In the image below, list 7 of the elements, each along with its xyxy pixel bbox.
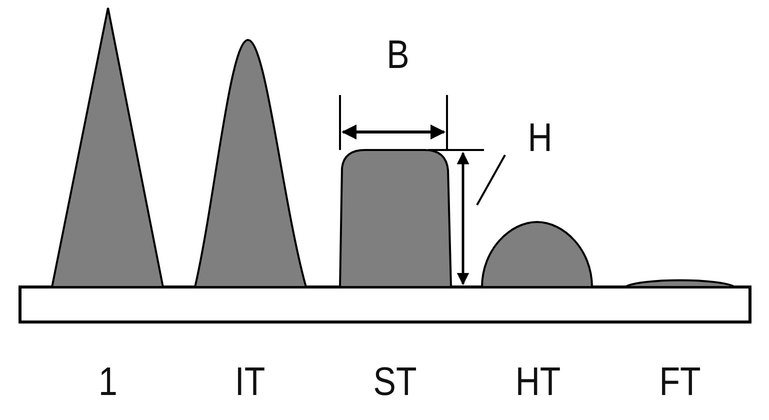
dimension-label: B bbox=[386, 35, 410, 75]
sample-label: FT bbox=[659, 362, 701, 402]
sample-label: HT bbox=[515, 362, 561, 402]
sample-label: 1 bbox=[98, 362, 118, 402]
sample-label: IT bbox=[234, 362, 266, 402]
dimension-label: H bbox=[528, 118, 552, 158]
sample-label: ST bbox=[373, 362, 417, 402]
